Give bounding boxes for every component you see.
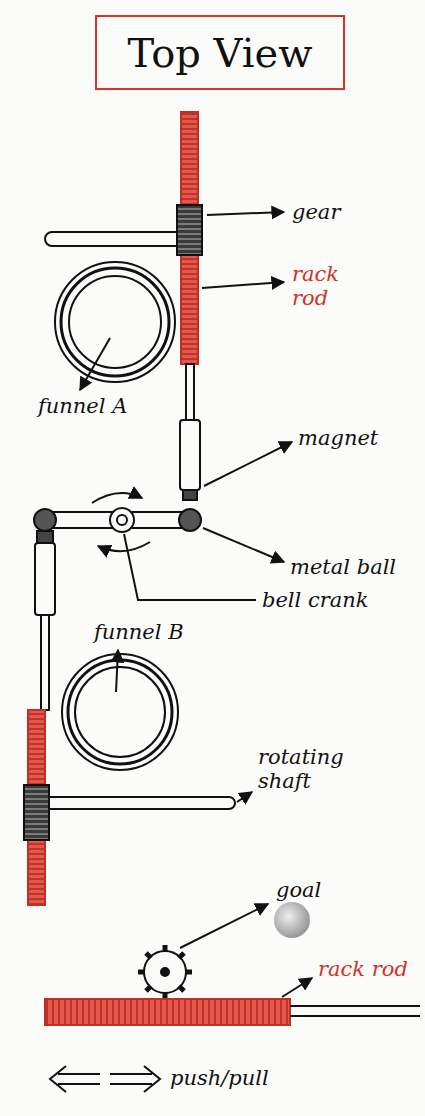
part-label: goal (276, 878, 321, 902)
part-label: funnel B (94, 620, 184, 644)
part-label: bell crank (262, 588, 369, 612)
part-label: magnet (298, 426, 378, 450)
part-label: rack rod (318, 957, 408, 981)
part-label: metal ball (290, 555, 396, 579)
part-label: gear (292, 200, 340, 224)
part-label: funnel A (38, 394, 127, 418)
motion-label: push/pull (170, 1066, 269, 1090)
title-box: Top View (95, 15, 345, 90)
part-label: rack rod (292, 262, 362, 310)
title-text: Top View (128, 30, 313, 76)
part-label: rotating shaft (258, 745, 368, 793)
